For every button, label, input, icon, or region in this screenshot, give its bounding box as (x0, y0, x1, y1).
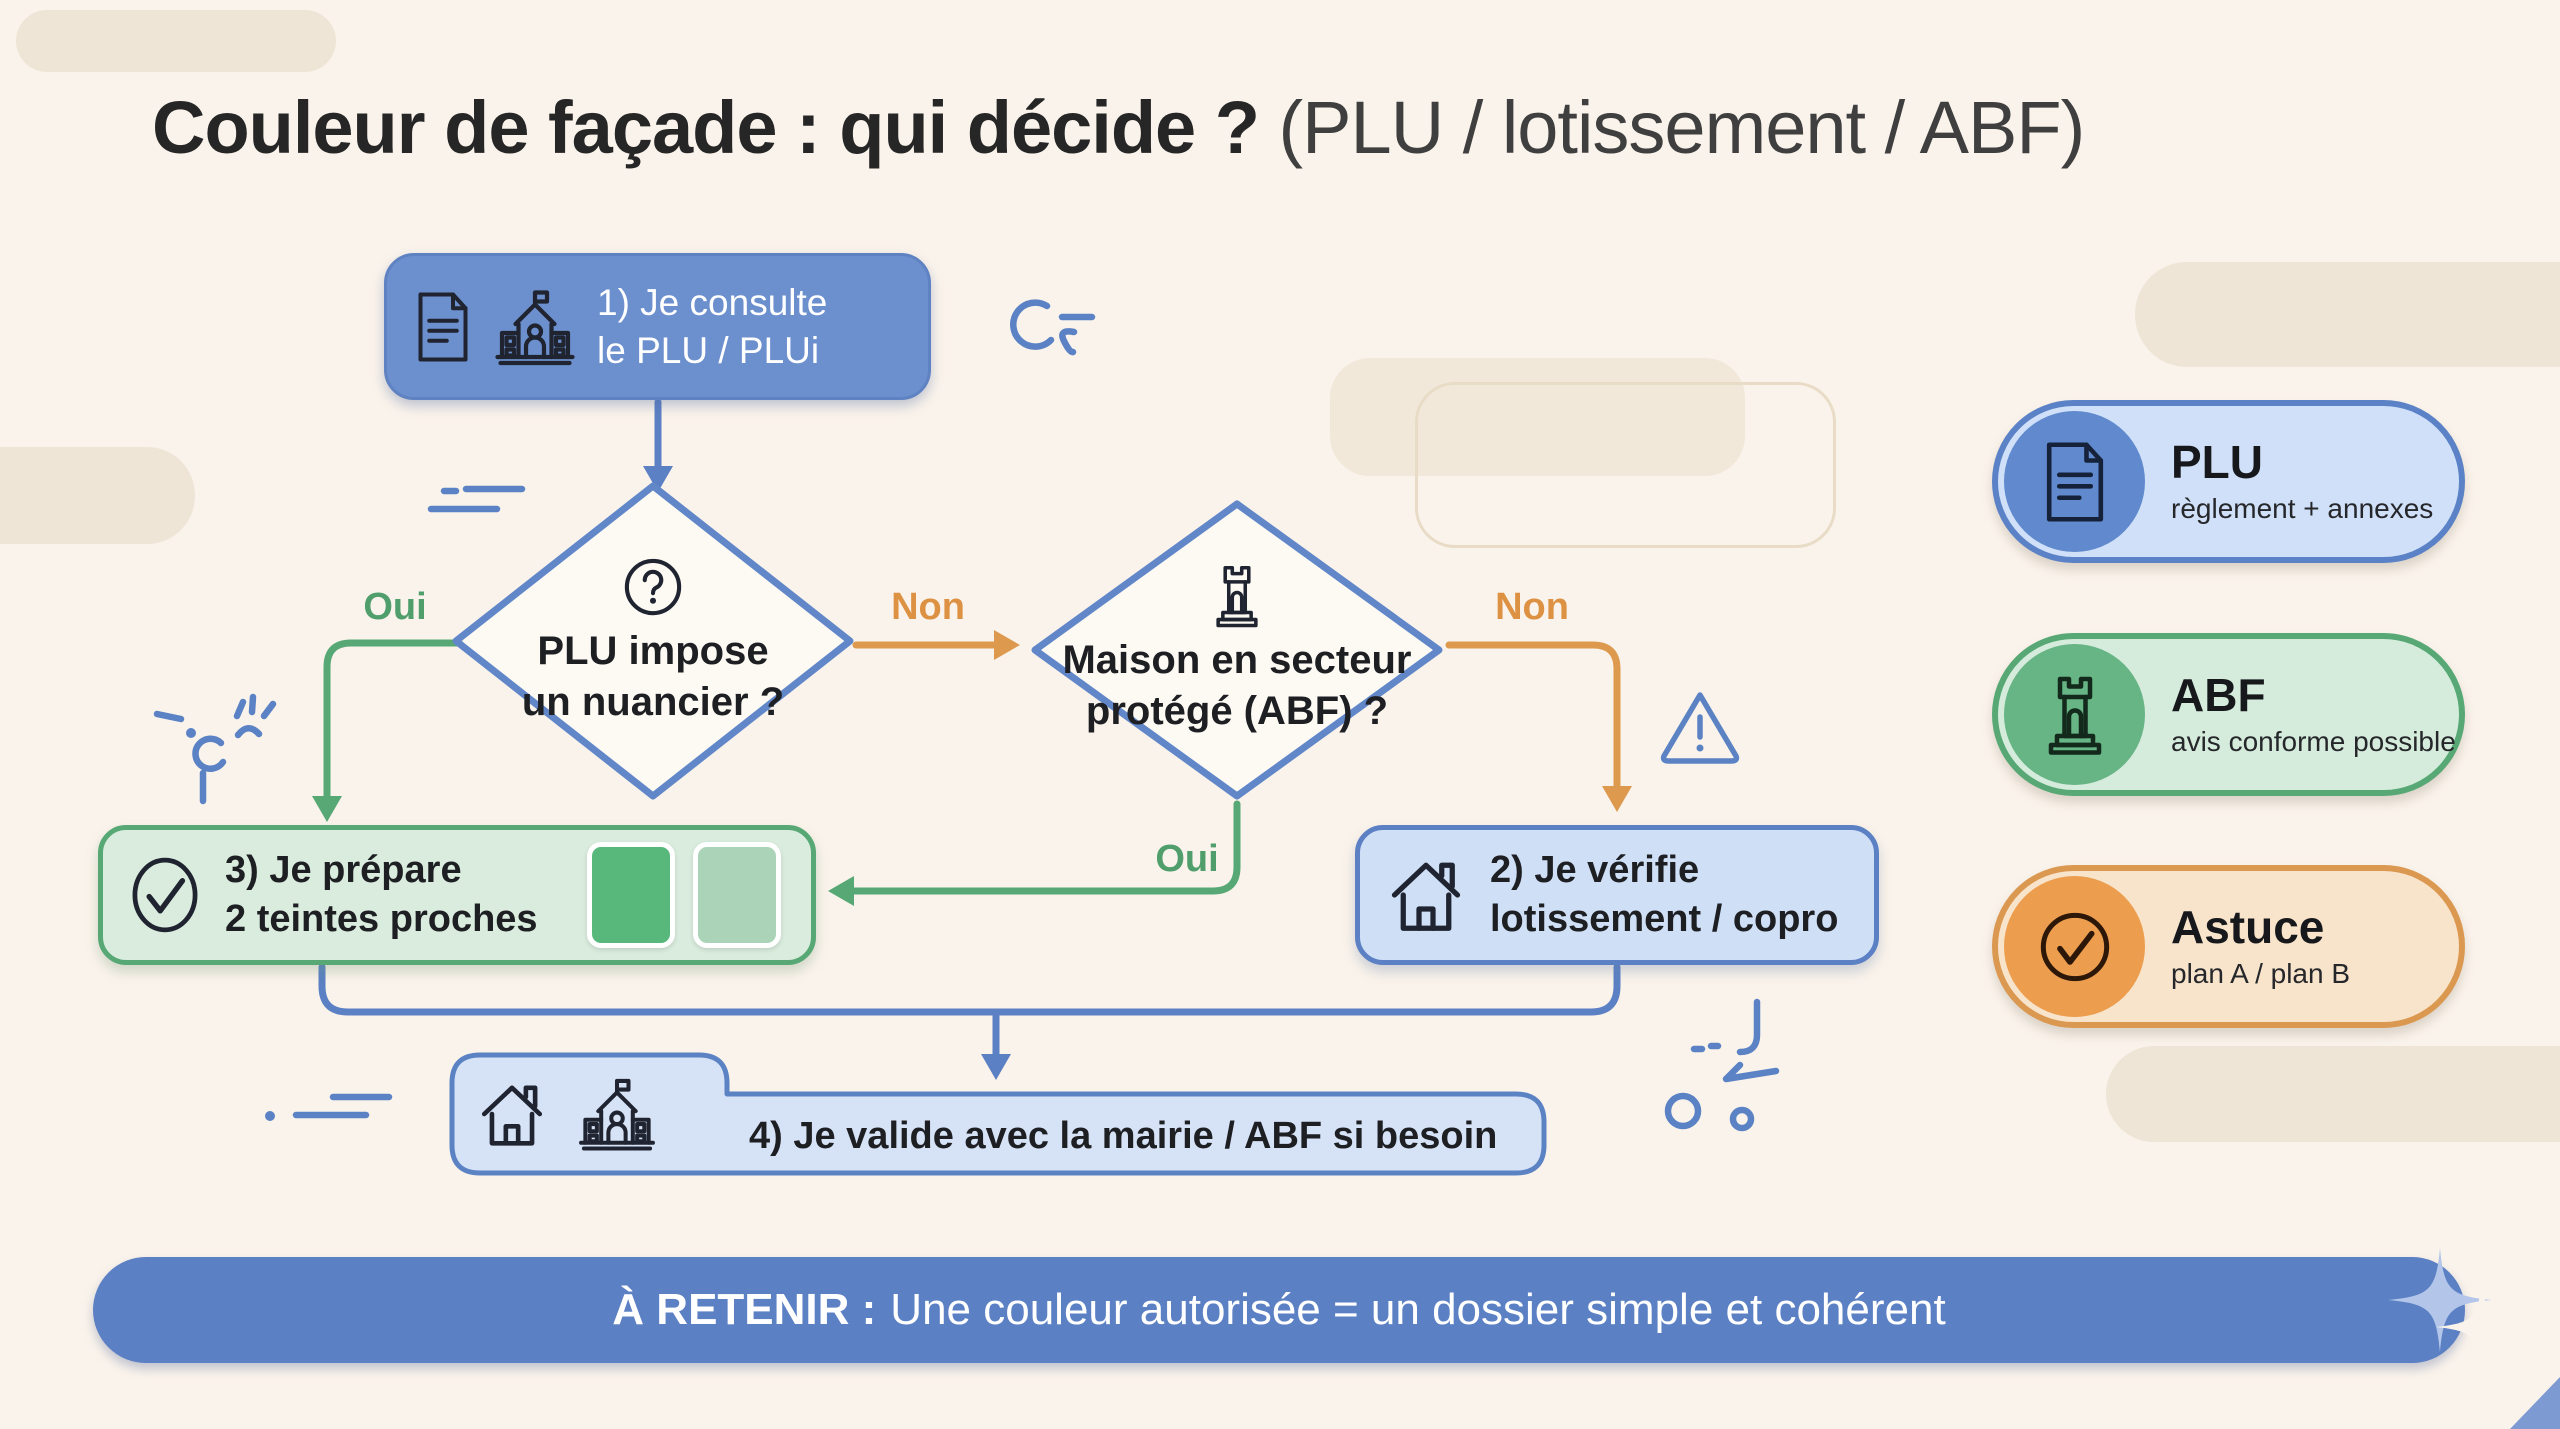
banner-text: Une couleur autorisée = un dossier simpl… (890, 1285, 1946, 1334)
decision1-line1: PLU impose (537, 628, 769, 673)
town-hall-icon (495, 289, 575, 365)
legend-abf-pill: ABF avis conforme possible (1992, 633, 2465, 796)
step-4-valide-mairie: 4) Je valide avec la mairie / ABF si bes… (449, 1052, 1547, 1176)
legend-astuce-title: Astuce (2171, 901, 2325, 954)
step1-line1: 1) Je consulte (597, 282, 828, 324)
decision-secteur-protege: Maison en secteur protégé (ABF) ? (1029, 498, 1445, 802)
color-swatches (587, 842, 781, 948)
house-icon (1391, 862, 1461, 931)
title-main: Couleur de façade : qui décide ? (152, 86, 1260, 169)
decor-blob-left (0, 447, 195, 544)
legend-plu-title: PLU (2171, 436, 2263, 489)
castle-tower-icon (2048, 676, 2101, 755)
check-circle-icon (132, 857, 198, 933)
document-icon (418, 292, 468, 361)
decor-blob-top-right (2135, 262, 2560, 367)
swatch-light-green (693, 842, 781, 948)
step4-shape (449, 1052, 1547, 1176)
decor-outline-rect (1415, 382, 1836, 548)
edge-label-non-1: Non (891, 586, 965, 628)
legend-astuce-subtitle: plan A / plan B (2171, 957, 2351, 989)
step2-line1: 2) Je vérifie (1490, 849, 1700, 892)
step2-line2: lotissement / copro (1490, 898, 1839, 940)
legend-plu-subtitle: règlement + annexes (2171, 492, 2434, 524)
step3-line1: 3) Je prépare (225, 849, 462, 892)
decision-plu-nuancier: PLU impose un nuancier ? (450, 480, 856, 802)
diamond-shape (452, 482, 854, 800)
edge-label-non-2: Non (1495, 586, 1569, 628)
castle-tower-icon (1216, 565, 1258, 628)
decision2-line1: Maison en secteur (1062, 637, 1412, 682)
step-1-consult-plu: 1) Je consulte le PLU / PLUi (384, 253, 931, 400)
town-hall-icon (579, 1078, 655, 1151)
decision1-line2: un nuancier ? (521, 680, 785, 724)
title-suffix: (PLU / lotissement / ABF) (1258, 86, 2086, 169)
step1-line2: le PLU / PLUi (597, 329, 820, 371)
swatch-dark-green (587, 842, 675, 948)
step4-label: 4) Je valide avec la mairie / ABF si bes… (749, 1115, 1498, 1157)
house-icon (481, 1085, 543, 1146)
edge-label-oui-2: Oui (1155, 838, 1219, 880)
legend-plu-pill: PLU règlement + annexes (1992, 400, 2465, 563)
step-2-verifie-lotissement: 2) Je vérifie lotissement / copro (1355, 825, 1879, 965)
decor-blob-top-left (16, 10, 336, 72)
decision2-line2: protégé (ABF) ? (1085, 689, 1389, 733)
legend-abf-title: ABF (2171, 669, 2266, 722)
legend-plu-circle (2004, 411, 2145, 552)
step3-line2: 2 teintes proches (225, 898, 538, 940)
step-3-prepare-teintes: 3) Je prépare 2 teintes proches (98, 825, 816, 965)
legend-abf-circle (2004, 644, 2145, 785)
decor-blob-bottom-right (2106, 1046, 2560, 1142)
check-circle-icon (2040, 912, 2109, 981)
banner-a-retenir: À RETENIR : Une couleur autorisée = un d… (93, 1257, 2465, 1363)
page-title: Couleur de façade : qui décide ? (PLU / … (152, 85, 2086, 170)
document-icon (2046, 441, 2103, 522)
legend-abf-subtitle: avis conforme possible (2171, 725, 2456, 757)
sparkle-decor (2388, 1248, 2528, 1374)
diamond-shape (1031, 500, 1443, 800)
banner-bold-text: À RETENIR : (612, 1285, 877, 1334)
decor-blob-middle (1330, 358, 1745, 476)
warning-triangle-icon (1660, 692, 1740, 764)
legend-astuce-circle (2004, 876, 2145, 1017)
edge-label-oui-1: Oui (363, 586, 427, 628)
question-circle-icon (624, 558, 682, 615)
legend-astuce-pill: Astuce plan A / plan B (1992, 865, 2465, 1028)
